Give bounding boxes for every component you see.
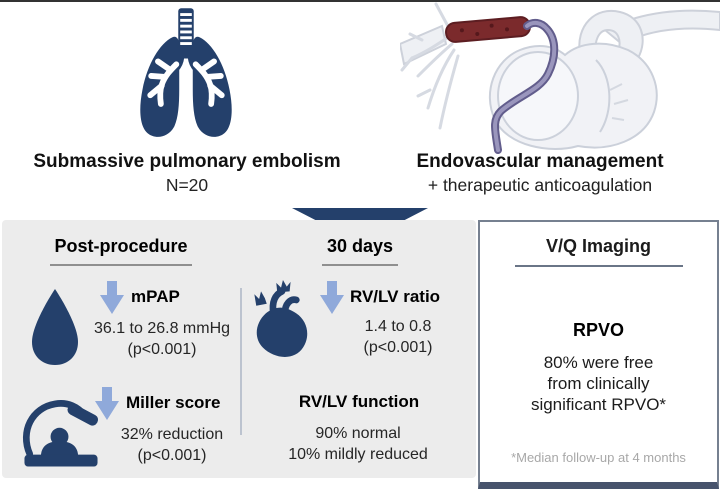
rpvo-label: RPVO — [572, 320, 624, 340]
miller-result: 32% reduction (p<0.001) — [88, 424, 256, 466]
blood-drop-icon — [30, 283, 80, 371]
section-divider-line — [0, 0, 720, 2]
lungs-icon — [128, 6, 244, 142]
rpvo-line1: 80% were free — [543, 353, 654, 372]
rvlv-ratio-value: 1.4 to 0.8 — [364, 318, 432, 335]
rvlv-function-label: RV/LV function — [298, 392, 420, 411]
heart-catheter-illustration — [400, 0, 720, 156]
arrow-down-icon — [100, 281, 124, 314]
rvlv-function-line1: 90% normal — [315, 425, 401, 442]
treatment-caption: Endovascular management + therapeutic an… — [392, 150, 688, 197]
rpvo-result: 80% were free from clinically significan… — [480, 352, 717, 415]
fluoroscopy-patient-icon — [20, 390, 102, 476]
miller-pvalue: (p<0.001) — [137, 447, 207, 464]
vq-heading: V/Q Imaging — [514, 236, 683, 267]
rvlv-ratio-pvalue: (p<0.001) — [363, 339, 433, 356]
vq-imaging-card: V/Q Imaging RPVO 80% were free from clin… — [478, 220, 719, 489]
arrow-down-icon — [320, 281, 344, 314]
post-procedure-heading: Post-procedure — [50, 236, 192, 266]
anatomical-heart-icon — [250, 279, 314, 361]
arrow-down-icon — [95, 387, 119, 420]
mpap-value: 36.1 to 26.8 mmHg — [93, 320, 231, 337]
condition-caption: Submassive pulmonary embolism N=20 — [8, 150, 366, 197]
rvlv-ratio-label: RV/LV ratio — [350, 287, 441, 306]
thirty-days-heading: 30 days — [322, 236, 398, 266]
rvlv-function-line2: 10% mildly reduced — [288, 446, 428, 463]
mpap-pvalue: (p<0.001) — [127, 341, 197, 358]
rvlv-function-result: 90% normal 10% mildly reduced — [262, 423, 454, 465]
column-divider — [240, 288, 242, 435]
mpap-label: mPAP — [131, 287, 180, 306]
miller-value: 32% reduction — [120, 426, 224, 443]
results-panel — [2, 220, 476, 478]
rvlv-ratio-result: 1.4 to 0.8 (p<0.001) — [328, 316, 468, 358]
mpap-result: 36.1 to 26.8 mmHg (p<0.001) — [78, 318, 246, 360]
treatment-title: Endovascular management — [416, 151, 664, 172]
treatment-subtitle: + therapeutic anticoagulation — [427, 175, 653, 195]
miller-label: Miller score — [126, 393, 221, 412]
rpvo-line3: significant RPVO* — [530, 395, 667, 414]
condition-n: N=20 — [165, 175, 209, 195]
vq-footnote: *Median follow-up at 4 months — [511, 450, 686, 465]
condition-title: Submassive pulmonary embolism — [33, 151, 341, 172]
rpvo-line2: from clinically — [547, 374, 650, 393]
